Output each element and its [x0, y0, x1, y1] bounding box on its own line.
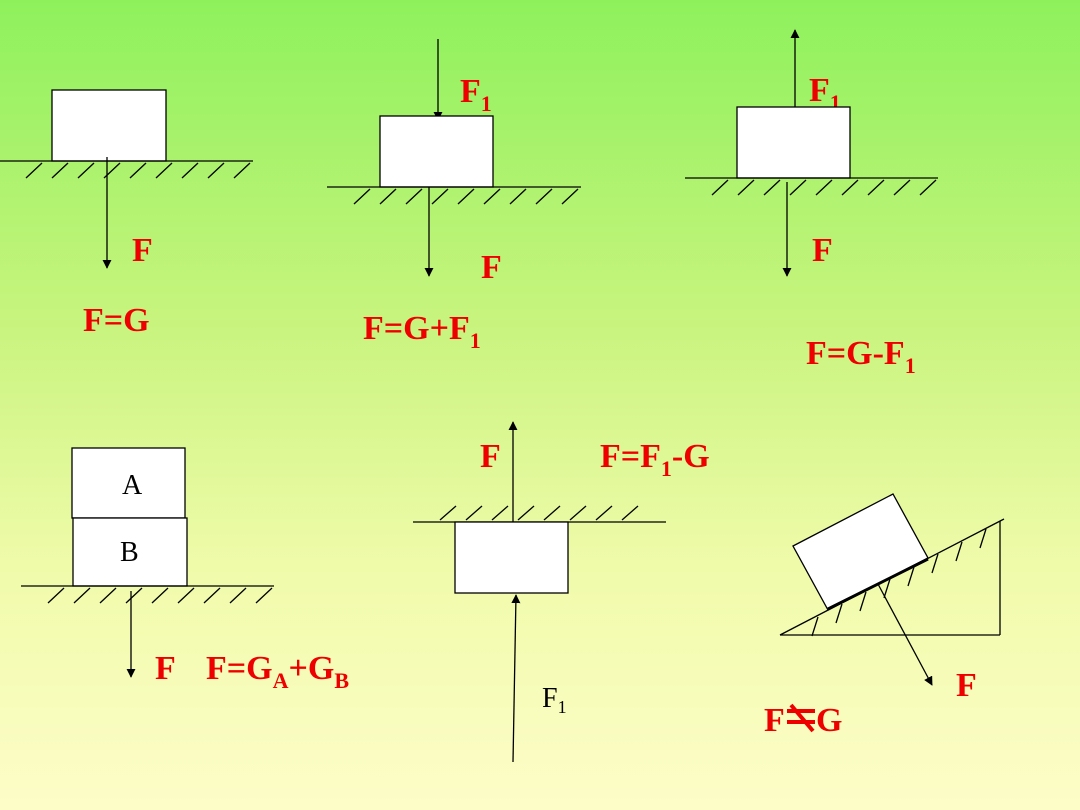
- diagram-block-pressed-to-ceiling: F F=F1-G F1: [413, 421, 710, 763]
- block: [792, 493, 929, 611]
- block: [454, 521, 569, 594]
- ground-hatch: [47, 587, 273, 604]
- block: [736, 106, 851, 179]
- block-b: [72, 517, 188, 587]
- block: [51, 89, 167, 162]
- block-a: [71, 447, 186, 519]
- ground-hatch: [25, 162, 251, 179]
- svg-text:F: F: [764, 702, 785, 739]
- equation: F=G: [83, 302, 150, 339]
- applied-force-arrow: [511, 594, 521, 763]
- pressure-force-arrow: [877, 583, 933, 686]
- force-label: F: [155, 650, 176, 687]
- incline-hatch: [811, 528, 987, 637]
- block-b-label: B: [120, 537, 139, 568]
- applied-force-label: F1: [809, 72, 841, 115]
- force-label: F: [812, 232, 833, 269]
- equation: F=G-F1: [806, 335, 916, 378]
- diagram-block-pushed-down: F1 F F=G+F1: [327, 39, 581, 353]
- not-equal-sign: [787, 703, 815, 733]
- svg-text:G: G: [816, 702, 842, 739]
- equation: F G: [764, 702, 842, 739]
- diagram-block-pulled-up: F1 F F=G-F1: [685, 29, 938, 378]
- force-label: F: [956, 667, 977, 704]
- force-label: F: [481, 249, 502, 286]
- diagram-block-on-ground: F F=G: [0, 89, 253, 339]
- diagram-block-on-incline: F F G: [764, 493, 1005, 739]
- applied-force-label: F1: [460, 73, 492, 116]
- equation: F=GA+GB: [206, 650, 349, 693]
- block-a-label: A: [122, 470, 143, 501]
- ground-hatch: [353, 188, 579, 205]
- force-label: F: [132, 232, 153, 269]
- block: [379, 115, 494, 188]
- equation: F=F1-G: [600, 438, 710, 481]
- diagram-stacked-blocks: A B F F=GA+GB: [21, 447, 349, 693]
- applied-force-label: F1: [542, 683, 567, 717]
- equation: F=G+F1: [363, 310, 481, 353]
- force-label: F: [480, 438, 501, 475]
- ceiling-hatch: [439, 505, 639, 521]
- ground-hatch: [711, 179, 937, 196]
